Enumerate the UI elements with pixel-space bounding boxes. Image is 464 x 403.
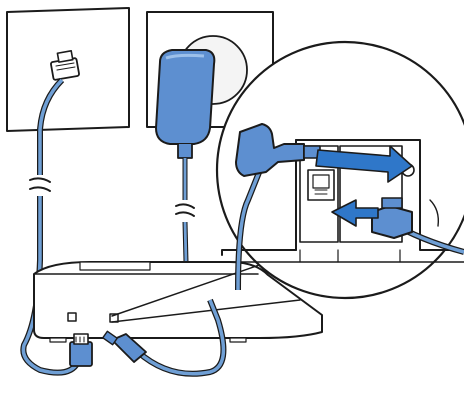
- power-adapter-icon: [155, 49, 216, 159]
- base-station-icon: [33, 261, 323, 343]
- phone-wall-socket-icon: [6, 7, 130, 132]
- power-cord-icon: [175, 158, 195, 263]
- loose-dc-plug-icon: [102, 298, 227, 377]
- rj11-plug-icon: [371, 197, 464, 255]
- loose-rj11-plug-icon: [69, 333, 93, 367]
- zoom-leader-lines: [111, 261, 301, 323]
- insert-arrow-icon: [315, 145, 413, 227]
